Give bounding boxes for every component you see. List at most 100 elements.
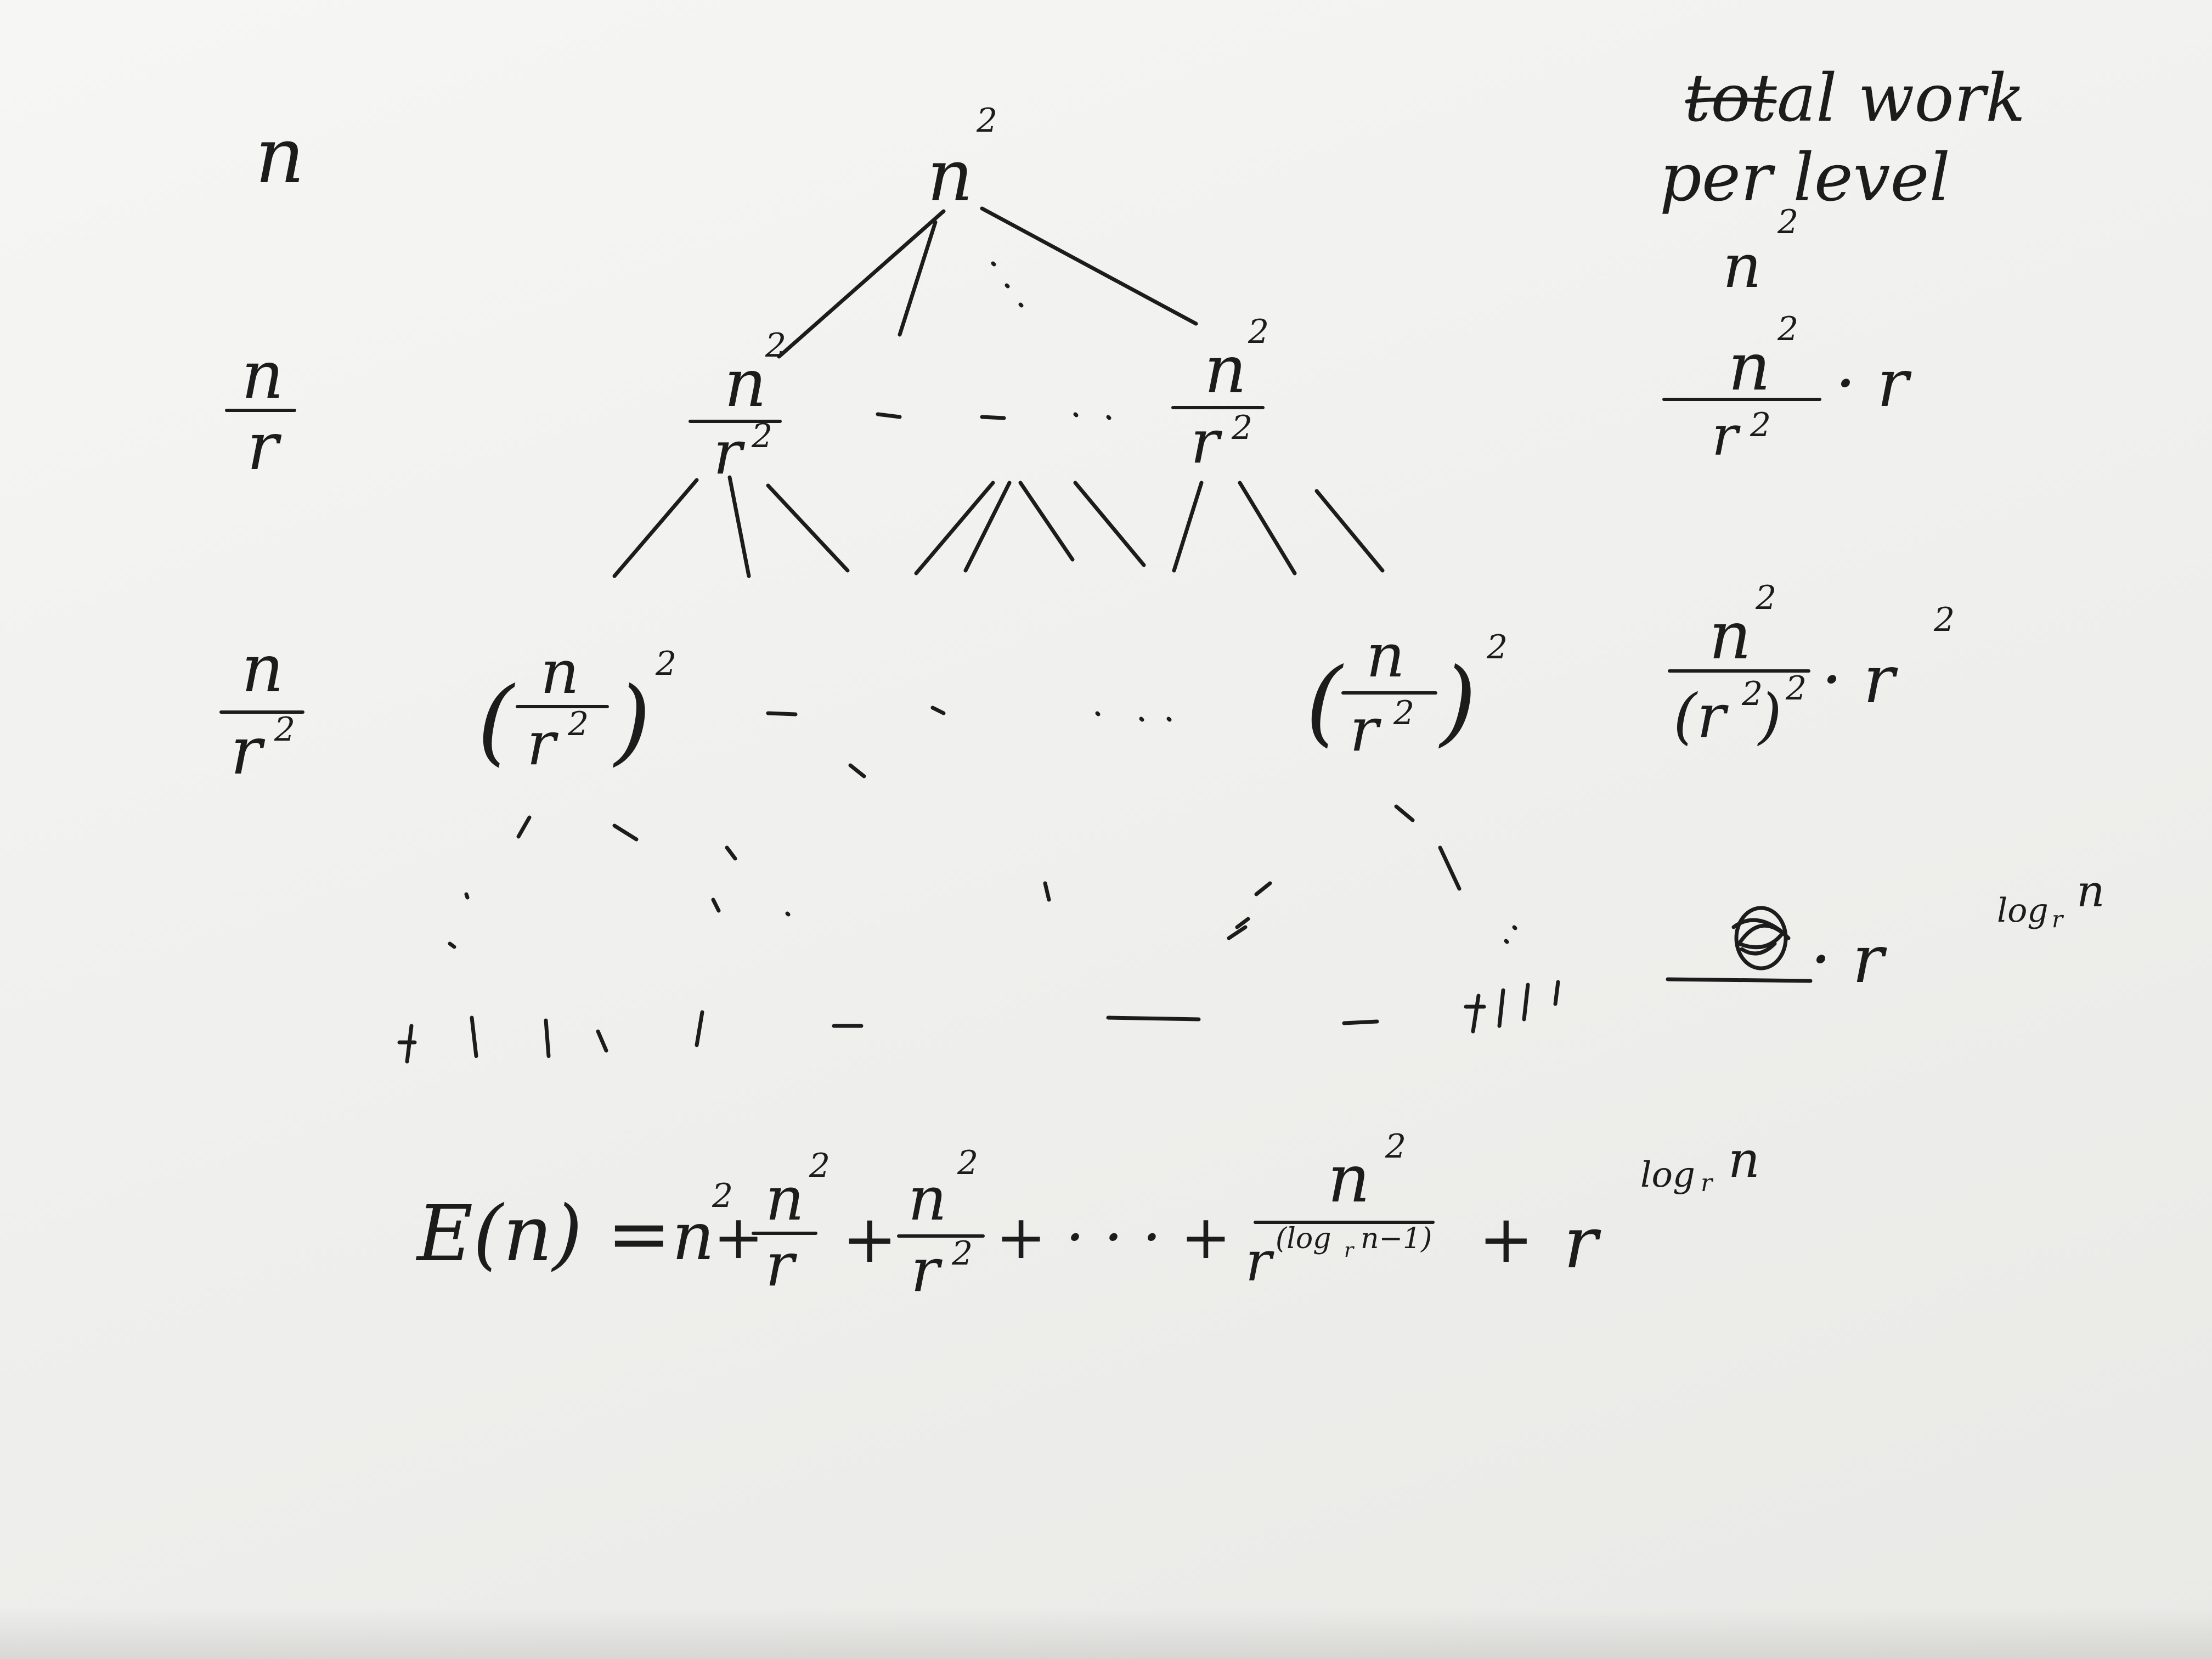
tree-root-exp: 2	[977, 101, 998, 140]
edge-l1m-1	[914, 481, 995, 575]
eq-plus-0: +	[713, 1202, 764, 1272]
tree-l1-left-num-exp: 2	[765, 326, 787, 365]
level-label-2-den-exp: 2	[274, 710, 296, 749]
edge-l1m-2	[963, 481, 1012, 573]
eq-t1-bar	[752, 1232, 817, 1235]
work-l1-den: r	[1712, 404, 1738, 468]
edge-root-left	[777, 209, 946, 359]
leaf-7	[1497, 988, 1505, 1028]
tree-l1-right-den-exp: 2	[1232, 409, 1253, 447]
edge-l1b-2	[1238, 481, 1297, 575]
leaf-9	[1553, 980, 1560, 1006]
eq-last-plus: +	[1479, 1201, 1534, 1278]
work-l2-den: (r	[1673, 681, 1726, 751]
leaf-dash-3	[1342, 1019, 1379, 1025]
tree-l1-right-den: r	[1190, 407, 1220, 477]
stroke-l3-2	[612, 823, 639, 842]
header-line2: per level	[1660, 140, 1950, 216]
tree-l2-left-num: n	[540, 637, 579, 707]
eq-t3-den: r	[1245, 1229, 1272, 1294]
work-l2-num: n	[1709, 598, 1752, 674]
work-l1-mult: · r	[1835, 346, 1909, 422]
eq-t3-num: n	[1328, 1141, 1370, 1217]
eq-dots: + · · · +	[996, 1202, 1232, 1272]
edge-l1a-1	[612, 478, 699, 578]
level-label-2-den: r	[230, 713, 262, 789]
eq-plus-1: +	[842, 1201, 898, 1278]
edge-l1a-3	[766, 483, 850, 573]
edge-root-mid	[898, 220, 938, 337]
tree-l2-left-den-exp: 2	[568, 705, 589, 743]
work-l2-mult: · r	[1821, 642, 1895, 718]
stroke-l3-7	[1043, 881, 1051, 902]
level-label-1-den: r	[247, 409, 279, 485]
edge-root-right	[980, 206, 1198, 326]
work-l3-exp-arg: n	[2076, 866, 2105, 917]
tree-l2-right-close: )	[1440, 648, 1477, 757]
tree-l2-right-den: r	[1350, 695, 1379, 765]
level-label-1-bar	[225, 409, 296, 412]
tree-l2-left-open: (	[477, 667, 514, 776]
tree-l1-left-den: r	[713, 417, 742, 488]
work-l3-mult: · r	[1810, 922, 1884, 998]
eq-last-exp-sub: r	[1701, 1169, 1713, 1197]
eq-t1-num: n	[765, 1164, 804, 1234]
dash-l1-b	[980, 415, 1006, 420]
stroke-l3-3	[725, 845, 737, 861]
eq-last-exp: log	[1640, 1155, 1695, 1195]
edge-l1a-2	[727, 475, 751, 578]
work-l2-den-inner-exp: 2	[1742, 675, 1763, 713]
dash-l1-a	[876, 412, 902, 419]
tree-l1-right-num: n	[1204, 332, 1247, 408]
stroke-l3-5	[1438, 845, 1462, 891]
eq-t2-den-exp: 2	[952, 1234, 973, 1273]
work-l1-num: n	[1728, 329, 1771, 405]
dots-l3-far	[1504, 925, 1517, 944]
eq-t2-den: r	[911, 1235, 940, 1305]
eq-t1-den: r	[765, 1229, 794, 1300]
level-label-0: n	[255, 111, 305, 201]
edge-l1m-4	[1073, 481, 1146, 567]
header-line1: total work	[1684, 60, 2025, 137]
tree-l1-right-num-exp: 2	[1248, 313, 1269, 351]
tree-l2-right-outer-exp: 2	[1487, 628, 1508, 667]
level-label-2-num: n	[241, 631, 284, 707]
eq-t1-num-exp: 2	[809, 1147, 831, 1185]
tree-root: n	[927, 134, 973, 217]
leaf-dash-2	[1106, 1015, 1201, 1022]
tree-l1-right-bar	[1171, 406, 1265, 409]
dots-l2	[1095, 711, 1172, 722]
dash-l2-a	[766, 711, 798, 716]
leaf-5	[695, 1010, 704, 1047]
dots-l3-mid	[785, 911, 791, 917]
tree-l1-left-num: n	[724, 346, 767, 422]
leaf-2	[470, 1015, 478, 1058]
level-label-1-num: n	[241, 337, 284, 414]
eq-t2-bar	[897, 1234, 985, 1238]
stroke-l3-4	[1394, 804, 1415, 822]
work-l1-num-exp: 2	[1778, 310, 1799, 348]
dash-l2-b	[930, 706, 946, 715]
edge-l1b-3	[1314, 489, 1385, 573]
eq-t3-num-exp: 2	[1385, 1127, 1407, 1166]
header-strike	[1685, 97, 1777, 104]
work-l2-den-outer-exp: 2	[1786, 669, 1807, 708]
tree-l2-right-den-exp: 2	[1393, 694, 1415, 732]
stroke-l3-1	[516, 815, 532, 839]
eq-lhs: E(n) =	[417, 1189, 672, 1279]
paper-shadow	[0, 1607, 2212, 1659]
eq-last-exp-arg: n	[1728, 1131, 1760, 1189]
eq-t2-num-exp: 2	[957, 1144, 979, 1182]
edge-root-dots	[991, 261, 1024, 308]
work-l0-exp: 2	[1778, 203, 1799, 241]
work-l3-exp-sub: r	[2052, 906, 2063, 933]
work-l3-exp: log	[1997, 891, 2049, 930]
eq-t0-exp: 2	[712, 1177, 733, 1215]
tree-l2-left-bar	[516, 705, 609, 708]
work-l1-bar	[1662, 398, 1821, 401]
eq-last-base: r	[1564, 1201, 1598, 1284]
tree-l2-left-outer-exp: 2	[656, 645, 677, 683]
scribble-marks	[1731, 918, 1791, 956]
dots-l3-right	[1227, 881, 1272, 940]
